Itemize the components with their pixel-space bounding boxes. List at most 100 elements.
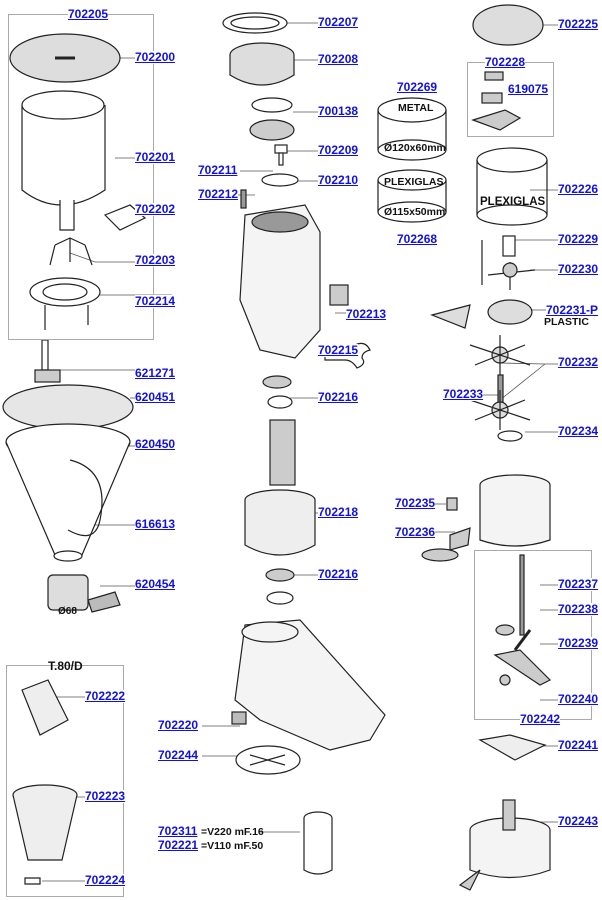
group-box-702228 [467, 62, 554, 137]
part-number-link-702242[interactable]: 702242 [520, 712, 561, 726]
part-number-link-702211[interactable]: 702211 [198, 163, 238, 177]
part-number-link-702213[interactable]: 702213 [346, 307, 387, 321]
part-number-link-702235[interactable]: 702235 [395, 496, 436, 510]
part-702218-motor [244, 419, 316, 556]
note-metal-size: Ø120x60mm [384, 142, 446, 154]
part-702235-knob [446, 497, 458, 511]
part-number-link-702240[interactable]: 702240 [558, 692, 599, 706]
part-number-link-702239[interactable]: 702239 [558, 636, 599, 650]
part-702234-washer [497, 430, 523, 442]
part-number-link-702230[interactable]: 702230 [558, 262, 599, 276]
part-number-link-702208[interactable]: 702208 [318, 52, 359, 66]
part-702225-disc [472, 4, 544, 46]
part-702237-rod [519, 554, 525, 636]
part-number-link-702214[interactable]: 702214 [135, 294, 176, 308]
part-capacitor [303, 811, 333, 875]
part-number-link-702203[interactable]: 702203 [135, 253, 176, 267]
part-702216-bearing-top [262, 375, 292, 389]
part-702224-clip [24, 877, 41, 885]
part-number-link-702221[interactable]: 702221 [158, 838, 199, 852]
part-number-link-702223[interactable]: 702223 [85, 789, 126, 803]
part-number-link-702220[interactable]: 702220 [158, 718, 199, 732]
part-702223-cup [12, 784, 78, 861]
note-v220: =V220 mF.16 [201, 826, 264, 838]
part-702231-washer [430, 299, 533, 329]
part-number-link-702216a[interactable]: 702216 [318, 390, 359, 404]
part-number-link-702226[interactable]: 702226 [558, 182, 599, 196]
note-plexi-small: PLEXIGLAS [384, 176, 444, 188]
part-number-link-620454[interactable]: 620454 [135, 577, 176, 591]
note-d68: Ø68 [58, 606, 77, 617]
part-number-link-702236[interactable]: 702236 [395, 525, 436, 539]
part-number-link-702228[interactable]: 702228 [485, 55, 526, 69]
part-number-link-702201[interactable]: 702201 [135, 150, 176, 164]
part-number-link-702269[interactable]: 702269 [397, 80, 438, 94]
part-number-link-702229[interactable]: 702229 [558, 232, 599, 246]
part-number-link-702212[interactable]: 702212 [198, 187, 239, 201]
part-number-link-702202[interactable]: 702202 [135, 202, 176, 216]
part-number-link-702237[interactable]: 702237 [558, 577, 599, 591]
part-702203-spider [49, 237, 93, 266]
part-702243-dosing-assembly [458, 799, 551, 891]
part-number-link-702205[interactable]: 702205 [68, 7, 109, 21]
part-number-link-702225[interactable]: 702225 [558, 17, 599, 31]
part-number-link-702231P[interactable]: 702231-P [546, 303, 599, 317]
part-number-link-702222[interactable]: 702222 [85, 689, 126, 703]
part-number-link-702268[interactable]: 702268 [397, 232, 438, 246]
part-number-link-616613[interactable]: 616613 [135, 517, 176, 531]
part-702239-spring [513, 629, 532, 651]
part-702228-lock [471, 71, 522, 131]
part-702213-switch [329, 284, 349, 306]
part-702212-spring [240, 189, 247, 209]
part-number-link-620451[interactable]: 620451 [135, 390, 176, 404]
note-t80d: T.80/D [48, 659, 83, 673]
part-702201-hopper [21, 90, 106, 231]
part-doser-housing [479, 474, 551, 547]
part-number-link-621271[interactable]: 621271 [135, 366, 176, 380]
part-number-link-702224[interactable]: 702224 [85, 873, 126, 887]
part-702210-bracket [261, 173, 299, 187]
part-702268-plexi-ring [377, 169, 447, 223]
part-702241-plate [478, 734, 547, 761]
part-616613-clip [67, 459, 103, 537]
part-number-link-702210[interactable]: 702210 [318, 173, 359, 187]
part-number-link-702216b[interactable]: 702216 [318, 567, 359, 581]
part-number-link-702241[interactable]: 702241 [558, 738, 599, 752]
note-v110: =V110 mF.50 [201, 840, 264, 852]
note-plastic: PLASTIC [544, 316, 589, 328]
part-702214-ring [29, 277, 101, 330]
part-number-link-702311[interactable]: 702311 [158, 824, 198, 838]
part-number-link-702215[interactable]: 702215 [318, 343, 359, 357]
part-number-link-702233[interactable]: 702233 [443, 387, 484, 401]
part-702232-star-upper [469, 335, 531, 375]
part-702230-sweeper [481, 240, 536, 290]
part-702244-foot [235, 745, 301, 775]
part-700138-bearing [249, 97, 295, 141]
part-grinder-body [239, 204, 321, 359]
part-620451-lid [2, 384, 134, 430]
part-snap-ring [267, 395, 293, 409]
part-702232-star-lower [469, 390, 531, 430]
part-number-link-702244[interactable]: 702244 [158, 748, 199, 762]
part-number-link-700138[interactable]: 700138 [318, 104, 359, 118]
part-number-link-619075[interactable]: 619075 [508, 82, 549, 96]
part-702222-cap [21, 679, 69, 736]
part-number-link-620450[interactable]: 620450 [135, 437, 176, 451]
part-702220-switch [231, 711, 247, 725]
part-number-link-702207[interactable]: 702207 [318, 15, 359, 29]
note-metal: METAL [398, 102, 434, 114]
part-number-link-702243[interactable]: 702243 [558, 814, 599, 828]
note-plexi-big: PLEXIGLAS [480, 196, 546, 208]
part-702226-plexi-tube [476, 147, 548, 226]
part-number-link-702209[interactable]: 702209 [318, 143, 359, 157]
group-box-702205 [8, 14, 154, 340]
part-number-link-702200[interactable]: 702200 [135, 50, 176, 64]
part-number-link-702218[interactable]: 702218 [318, 505, 359, 519]
part-number-link-702232[interactable]: 702232 [558, 355, 599, 369]
part-702200-lid [9, 33, 121, 83]
note-plexi-small-size: Ø115x50mm [384, 206, 446, 218]
part-number-link-702238[interactable]: 702238 [558, 602, 599, 616]
part-number-link-702234[interactable]: 702234 [558, 424, 599, 438]
part-702209-screw [274, 144, 288, 166]
